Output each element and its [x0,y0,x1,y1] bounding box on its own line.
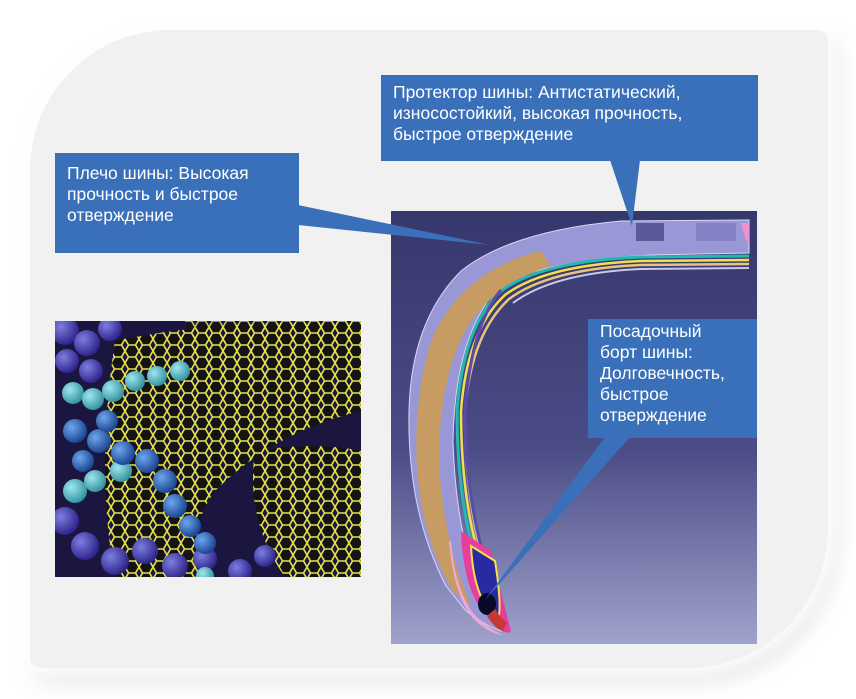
bead-pointer [485,437,630,600]
molecular-model-image [55,321,361,577]
shoulder-callout: Плечо шины: Высокая прочность и быстрое … [55,153,299,253]
shoulder-callout-line: прочность и быстрое [67,184,239,204]
tread-callout-line: износостойкий, высокая прочность, [393,103,683,123]
bead-callout-line: борт шины: [600,342,693,362]
bead-callout: Посадочный борт шины: Долговечность, быс… [588,319,757,438]
tread-callout-line: быстрое отверждение [393,124,574,144]
shoulder-callout-line: отверждение [67,205,174,225]
tread-callout: Протектор шины: Антистатический, износос… [381,75,758,161]
tread-callout-line: Протектор шины: Антистатический, [393,82,681,102]
shoulder-pointer [298,205,490,245]
tread-pointer [610,160,640,226]
shoulder-callout-line: Плечо шины: Высокая [67,163,249,183]
bead-callout-line: быстрое [600,384,669,404]
bead-callout-line: Посадочный [600,321,702,341]
bead-callout-line: отверждение [600,405,707,425]
bead-callout-line: Долговечность, [600,363,725,383]
